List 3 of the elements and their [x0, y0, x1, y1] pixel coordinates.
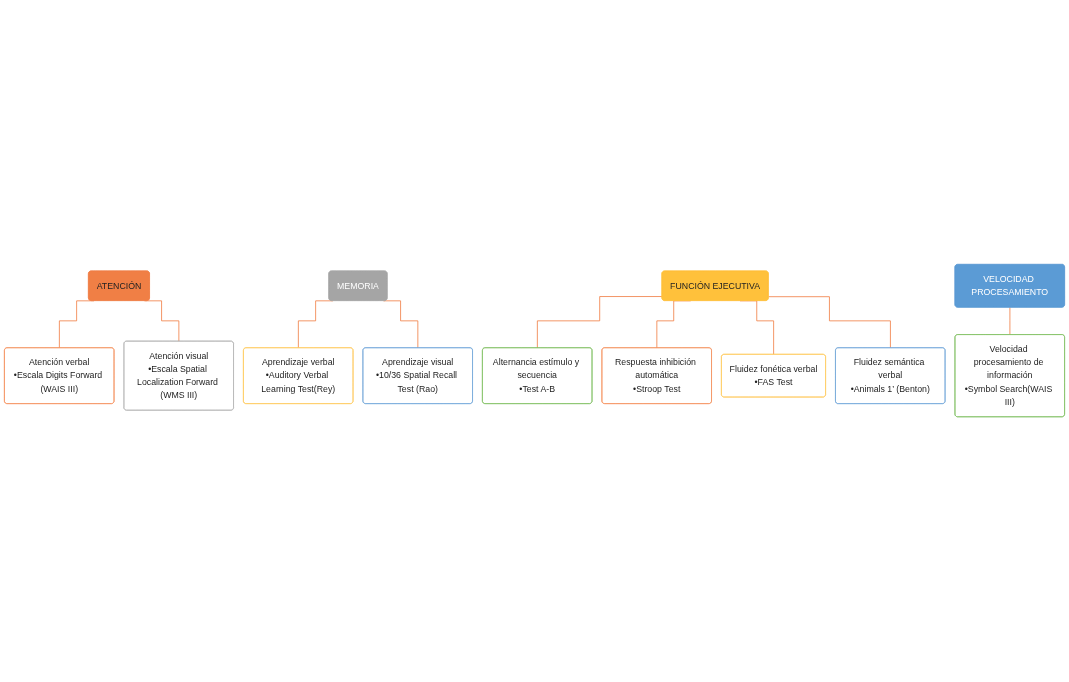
- connector: [536, 296, 663, 349]
- connector: [768, 296, 891, 349]
- connector: [383, 300, 419, 349]
